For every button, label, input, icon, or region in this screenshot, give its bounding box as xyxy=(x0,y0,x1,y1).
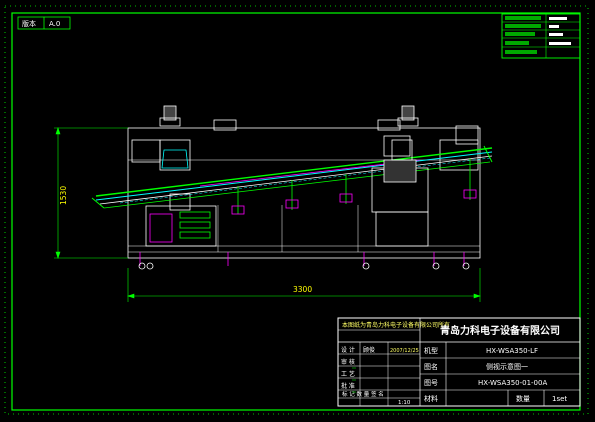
spec-table-top-right xyxy=(501,13,581,59)
company-name: 青岛力科电子设备有限公司 xyxy=(440,324,560,337)
count-labels: 标 记 数 量 签 名 xyxy=(342,390,384,398)
design-date: 2007/12/25 xyxy=(390,348,419,354)
revision-value: A.0 xyxy=(49,20,60,28)
drawing-name-value: 侧视示意图一 xyxy=(486,362,528,371)
sheet-border xyxy=(4,5,589,415)
exhaust-stack-right xyxy=(401,105,415,121)
revision-label: 版本 xyxy=(22,19,36,28)
nozzle-array xyxy=(231,158,477,215)
drawing-name-label: 图名 xyxy=(424,362,438,371)
side-tick-marks xyxy=(352,367,356,393)
height-dimension-label: 1530 xyxy=(59,186,68,205)
machine-label: 机型 xyxy=(424,346,438,355)
drawing-no-value: HX-WSA350-01-00A xyxy=(478,379,547,387)
exhaust-stack-left xyxy=(163,105,177,121)
design-name: 顾俊 xyxy=(363,346,375,354)
title-block: 本图纸为青岛力科电子设备有限公司所有 青岛力科电子设备有限公司 设 计 顾俊 2… xyxy=(337,317,581,407)
material-label: 材料 xyxy=(424,394,438,403)
process-label: 工 艺 xyxy=(341,370,355,378)
quantity-label: 数量 xyxy=(516,394,530,403)
check-label: 审 核 xyxy=(341,358,355,366)
scale-value: 1:10 xyxy=(398,400,411,406)
drawing-no-label: 图号 xyxy=(424,379,438,387)
dimension-lines xyxy=(54,127,481,302)
inclined-conveyor xyxy=(91,145,493,209)
width-dimension-label: 3300 xyxy=(293,285,312,294)
title-block-note: 本图纸为青岛力科电子设备有限公司所有 xyxy=(342,321,450,329)
machine-value: HX-WSA350-LF xyxy=(486,347,538,355)
approve-label: 批 准 xyxy=(341,382,355,390)
quantity-value: 1set xyxy=(552,395,567,403)
revision-box: 版本 A.0 xyxy=(17,16,71,30)
machine-frame-outline xyxy=(127,127,481,259)
design-label: 设 计 xyxy=(341,346,355,354)
left-cabinet xyxy=(145,205,217,247)
machine-side-view xyxy=(91,105,493,270)
